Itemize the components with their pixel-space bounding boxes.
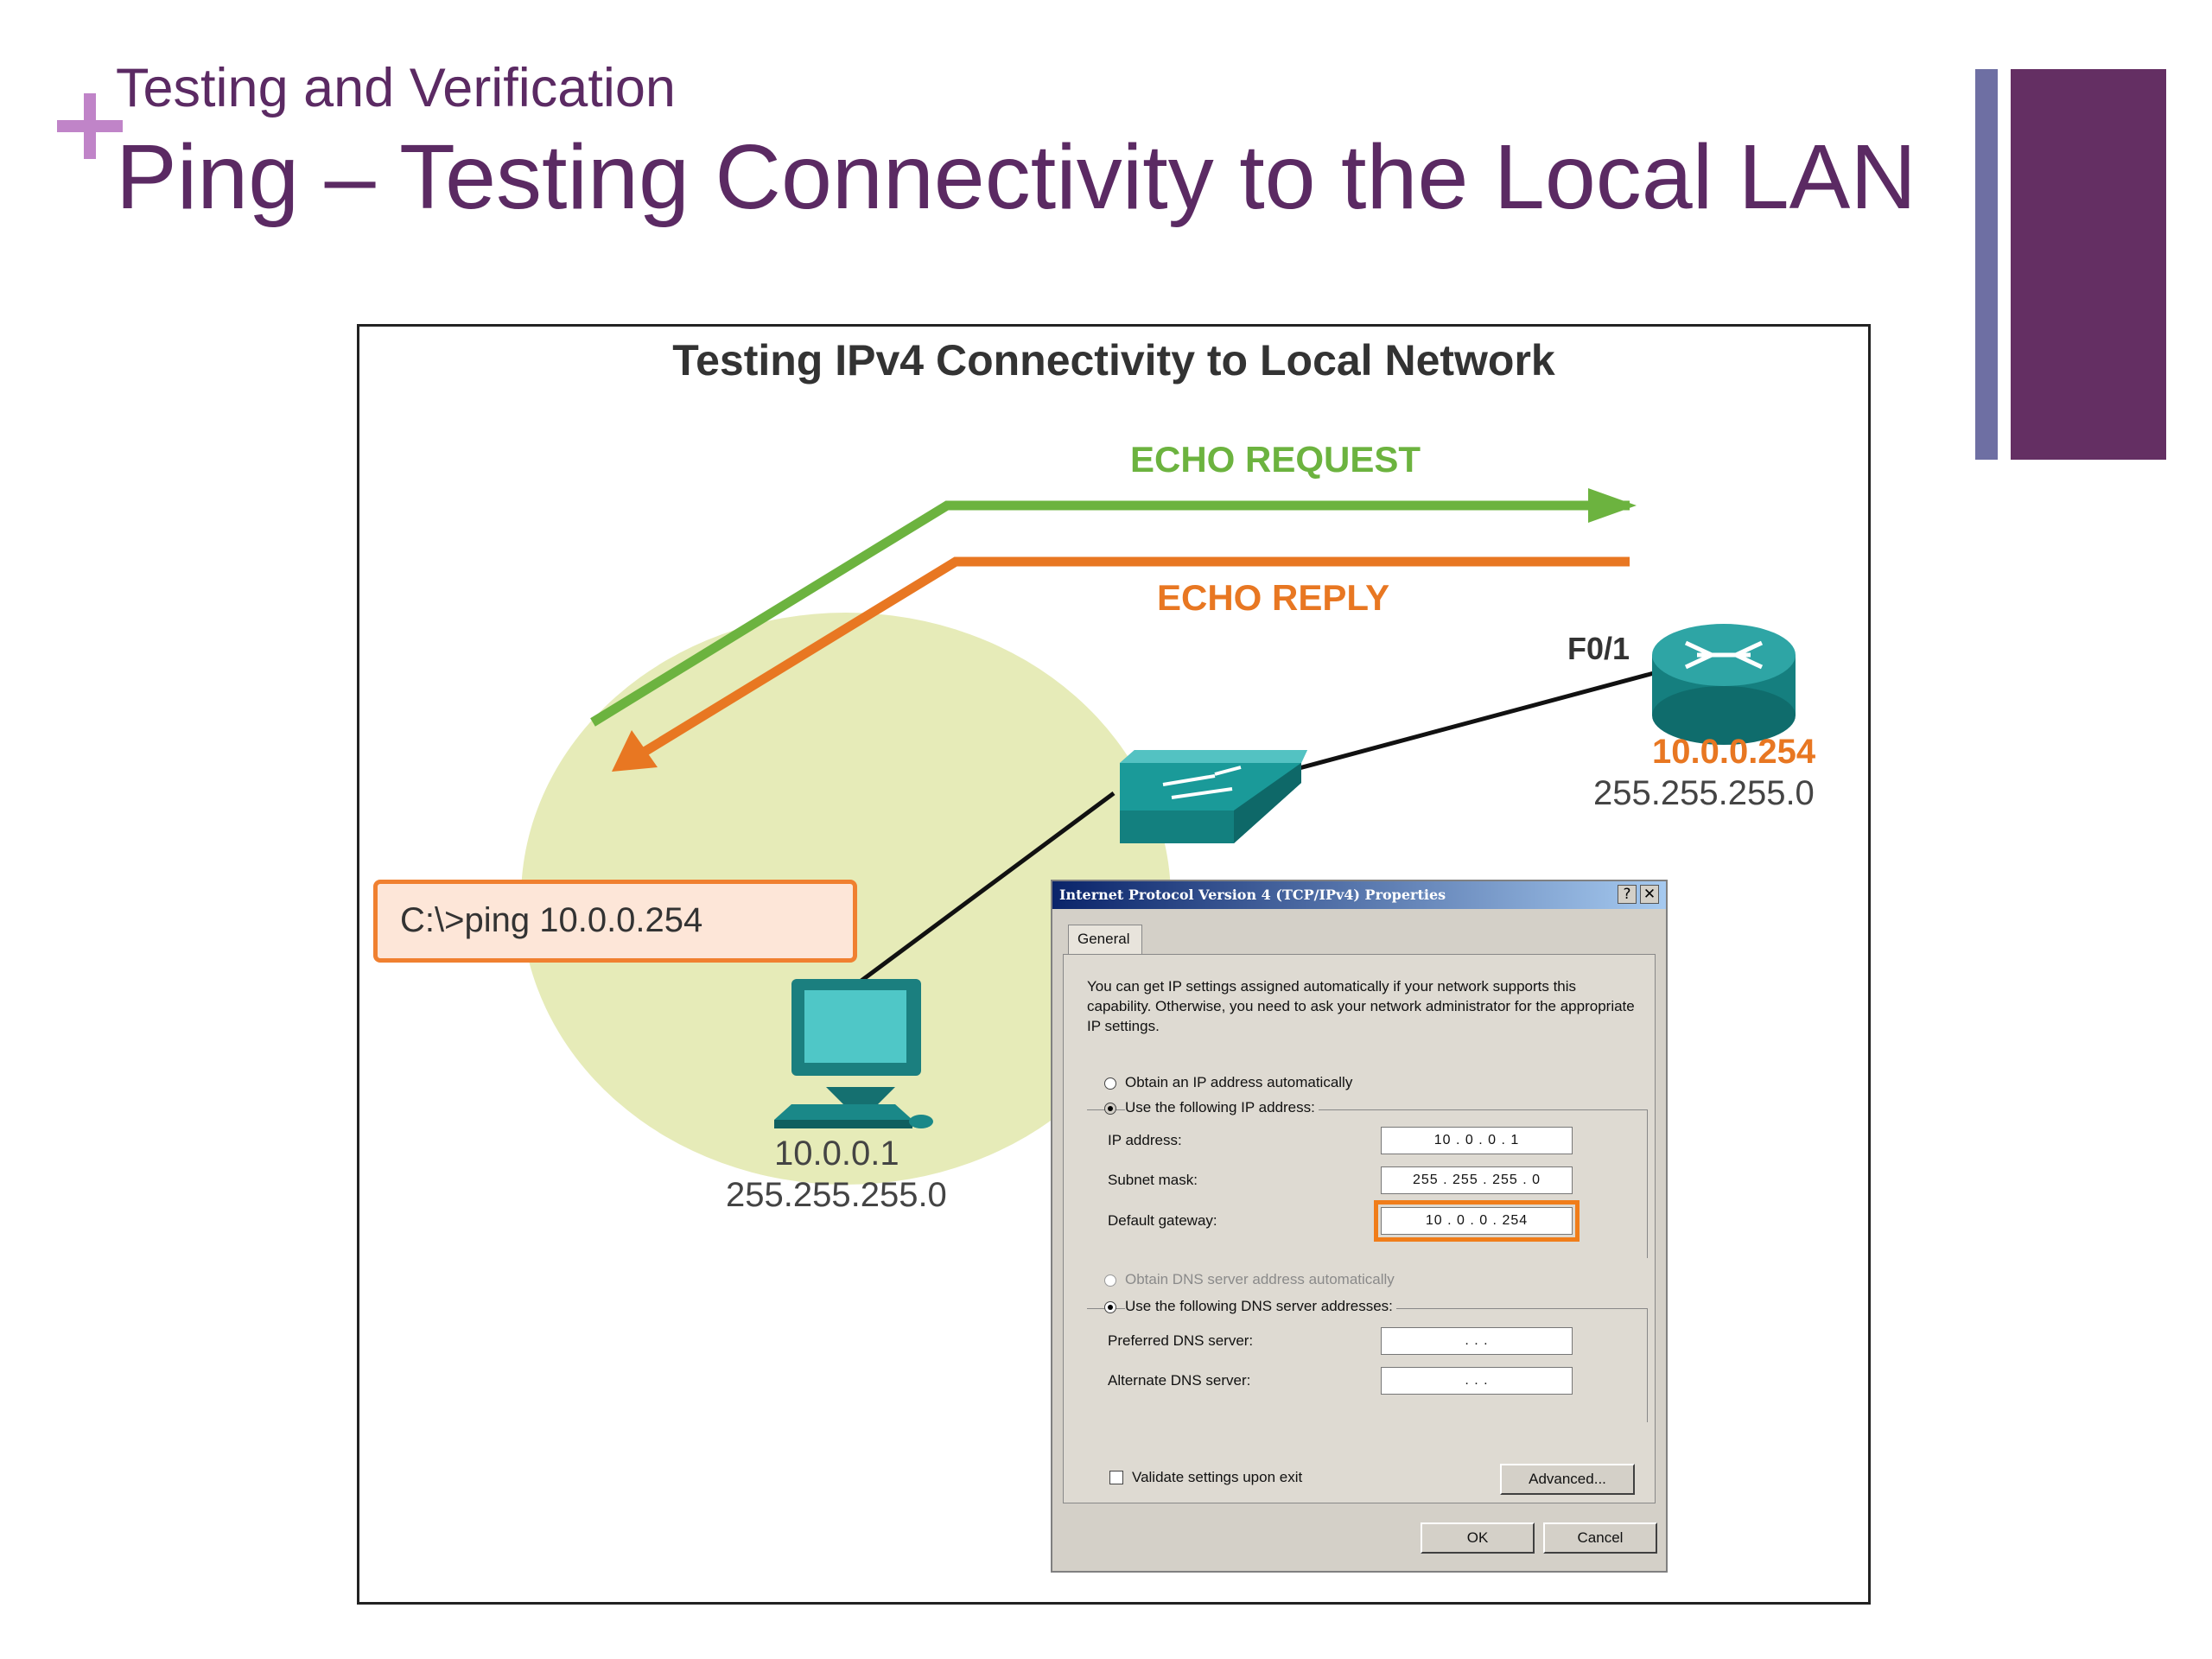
router-ip: 10.0.0.254 <box>1652 733 1816 771</box>
close-button[interactable]: ✕ <box>1640 885 1659 904</box>
slide-title: Ping – Testing Connectivity to the Local… <box>116 126 1916 228</box>
ip-group-side <box>1647 1109 1648 1258</box>
ping-command-box: C:\>ping 10.0.0.254 <box>373 880 857 963</box>
default-gateway-field[interactable]: 10 . 0 . 0 . 254 <box>1374 1200 1580 1242</box>
radio-manual-dns-label: Use the following DNS server addresses: <box>1125 1298 1396 1315</box>
dns-group-side <box>1647 1308 1648 1422</box>
ip-address-field[interactable]: 10 . 0 . 0 . 1 <box>1381 1127 1573 1154</box>
subnet-mask-label: Subnet mask: <box>1108 1172 1198 1188</box>
slide-subtitle: Testing and Verification <box>116 58 676 118</box>
ip-group-border <box>1087 1109 1647 1110</box>
echo-request-arrowhead <box>1588 488 1637 523</box>
dialog-intro-text: You can get IP settings assigned automat… <box>1087 978 1635 1034</box>
diagram-title: Testing IPv4 Connectivity to Local Netwo… <box>672 336 1555 385</box>
diagram-frame: Testing IPv4 Connectivity to Local Netwo… <box>357 324 1871 1605</box>
subnet-mask-field[interactable]: 255 . 255 . 255 . 0 <box>1381 1166 1573 1194</box>
decorative-bar-wide <box>2011 69 2166 460</box>
echo-request-arrow <box>590 500 1630 727</box>
validate-label: Validate settings upon exit <box>1132 1469 1303 1485</box>
pc-icon <box>774 979 933 1128</box>
help-button[interactable]: ? <box>1618 885 1637 904</box>
radio-manual-ip-label: Use the following IP address: <box>1125 1099 1319 1116</box>
router-port-label: F0/1 <box>1567 631 1630 666</box>
preferred-dns-field[interactable]: . . . <box>1381 1327 1573 1355</box>
echo-reply-arrowhead <box>612 730 658 772</box>
echo-reply-arrow <box>633 556 1630 761</box>
radio-auto-ip-label: Obtain an IP address automatically <box>1125 1074 1353 1090</box>
switch-router-link <box>1292 671 1655 772</box>
radio-auto-dns-label: Obtain DNS server address automatically <box>1125 1271 1395 1287</box>
cancel-button[interactable]: Cancel <box>1543 1522 1657 1554</box>
plus-icon <box>57 93 123 159</box>
preferred-dns-label: Preferred DNS server: <box>1108 1332 1254 1349</box>
router-icon <box>1652 624 1796 745</box>
validate-checkbox[interactable] <box>1109 1471 1123 1484</box>
echo-reply-label: ECHO REPLY <box>1157 577 1390 618</box>
advanced-button[interactable]: Advanced... <box>1500 1464 1635 1495</box>
pc-switch-link <box>850 791 1116 990</box>
decorative-bar-thin <box>1975 69 1998 460</box>
dialog-title-bar: Internet Protocol Version 4 (TCP/IPv4) P… <box>1052 881 1666 909</box>
radio-manual-dns[interactable] <box>1104 1301 1116 1313</box>
ipv4-properties-dialog: Internet Protocol Version 4 (TCP/IPv4) P… <box>1051 880 1668 1573</box>
router-mask: 255.255.255.0 <box>1593 774 1815 812</box>
switch-icon <box>1120 750 1307 843</box>
pc-mask: 255.255.255.0 <box>726 1176 947 1214</box>
default-gateway-label: Default gateway: <box>1108 1212 1217 1229</box>
ok-button[interactable]: OK <box>1421 1522 1535 1554</box>
alternate-dns-label: Alternate DNS server: <box>1108 1372 1251 1389</box>
ip-address-label: IP address: <box>1108 1132 1182 1148</box>
radio-auto-dns[interactable] <box>1104 1274 1116 1287</box>
radio-auto-ip[interactable] <box>1104 1077 1116 1090</box>
radio-manual-ip[interactable] <box>1104 1103 1116 1115</box>
tab-general[interactable]: General <box>1068 925 1142 954</box>
alternate-dns-field[interactable]: . . . <box>1381 1367 1573 1395</box>
pc-ip: 10.0.0.1 <box>774 1135 899 1173</box>
echo-request-label: ECHO REQUEST <box>1130 439 1421 480</box>
